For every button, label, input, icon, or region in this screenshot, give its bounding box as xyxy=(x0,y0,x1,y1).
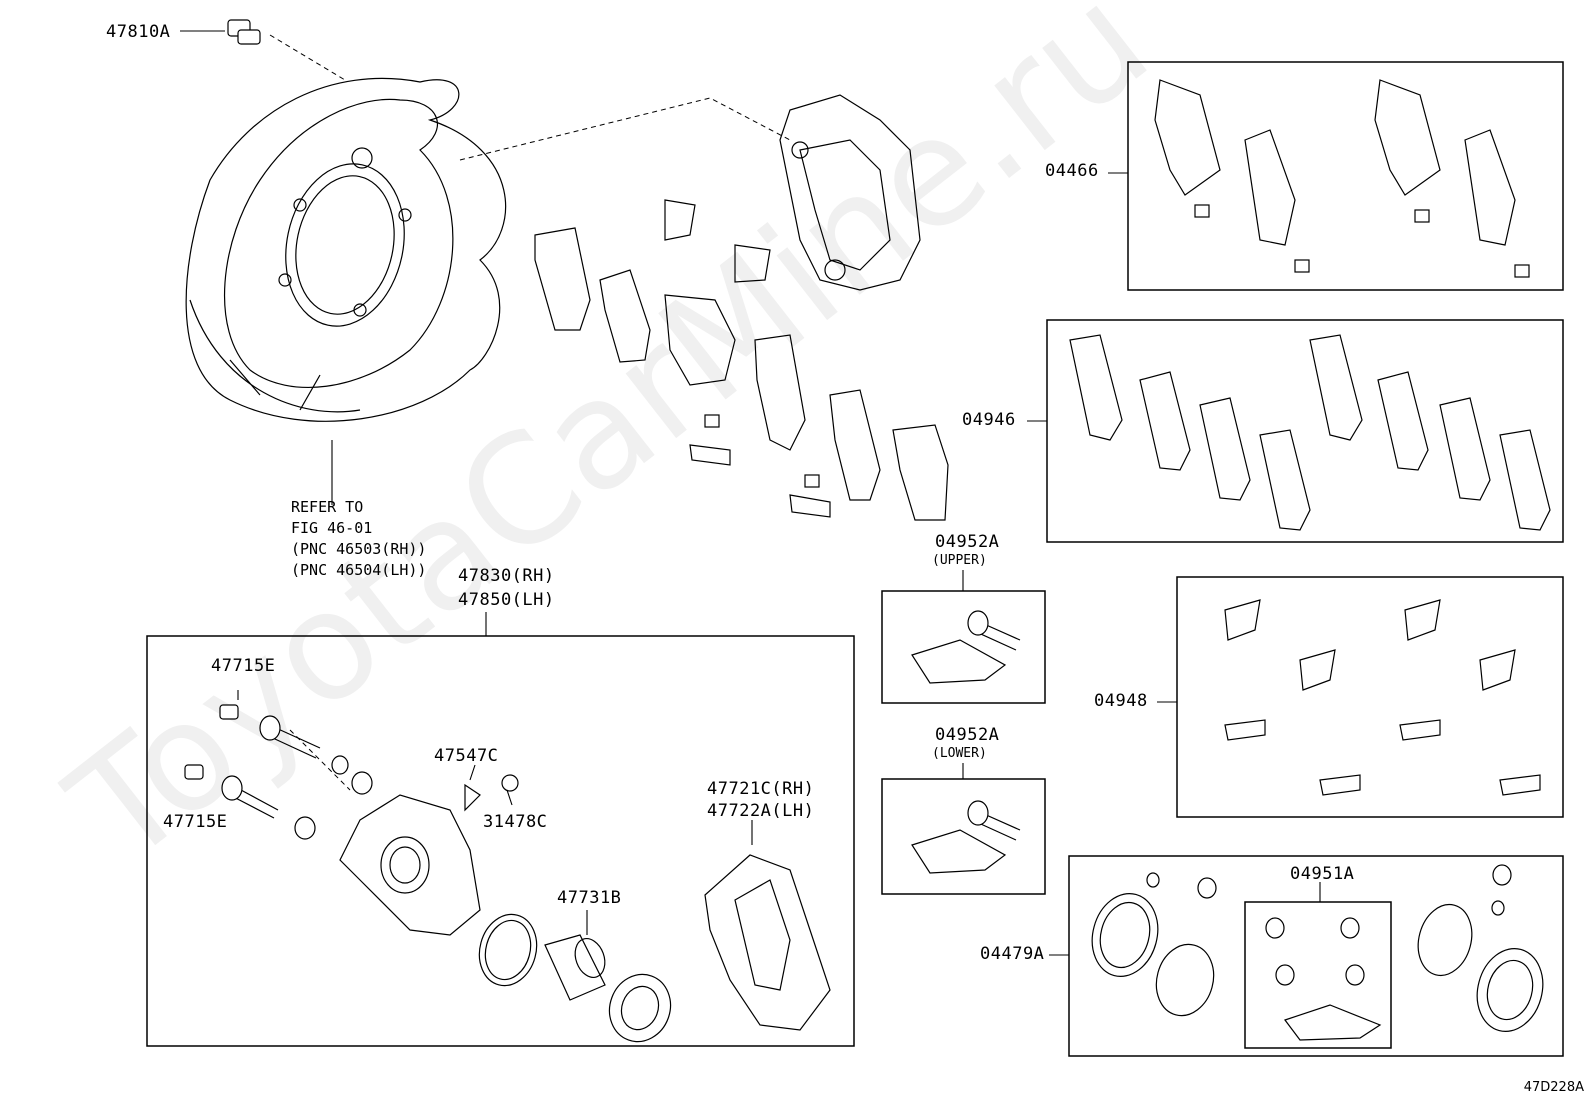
label-31478C[interactable]: 31478C xyxy=(483,812,548,832)
kit-04946-shims xyxy=(1069,334,1551,531)
refer-note: REFER TO FIG 46-01 (PNC 46503(RH)) (PNC … xyxy=(291,498,427,579)
label-47715E-top[interactable]: 47715E xyxy=(211,656,276,676)
label-04951A[interactable]: 04951A xyxy=(1290,864,1355,884)
label-47722A[interactable]: 47722A(LH) xyxy=(707,801,815,821)
kit-04952A-lower-frame xyxy=(881,778,1046,895)
label-upper: (UPPER) xyxy=(932,553,987,568)
label-04952A-upper[interactable]: 04952A xyxy=(935,532,1000,552)
label-47715E-bottom[interactable]: 47715E xyxy=(163,812,228,832)
kit-04948-clips xyxy=(1224,599,1541,796)
label-47810A[interactable]: 47810A xyxy=(106,22,171,42)
caliper-upper-view xyxy=(779,94,921,291)
bleeder-plug-47810A xyxy=(227,19,261,45)
label-47850[interactable]: 47850(LH) xyxy=(458,590,555,610)
label-47731B[interactable]: 47731B xyxy=(557,888,622,908)
caliper-assembly-parts xyxy=(184,704,831,1043)
kit-04951A-frame xyxy=(1244,901,1392,1049)
label-lower: (LOWER) xyxy=(932,746,987,761)
kit-04952A-lower-parts xyxy=(911,800,1021,874)
label-04479A[interactable]: 04479A xyxy=(980,944,1045,964)
kit-04952A-upper-parts xyxy=(911,610,1021,684)
disc-dust-cover xyxy=(185,77,507,422)
kit-04946-frame xyxy=(1046,319,1564,543)
kit-04952A-upper-frame xyxy=(881,590,1046,704)
kit-04948-frame xyxy=(1176,576,1564,818)
kit-04479A-frame xyxy=(1068,855,1564,1057)
kit-04479A-seals xyxy=(1091,864,1544,1033)
label-04952A-lower[interactable]: 04952A xyxy=(935,725,1000,745)
label-04466[interactable]: 04466 xyxy=(1045,161,1099,181)
caliper-assembly-frame xyxy=(146,635,855,1047)
diagram-code: 47D228A xyxy=(1523,1080,1584,1095)
center-pads-exploded xyxy=(534,199,949,521)
label-47830[interactable]: 47830(RH) xyxy=(458,566,555,586)
label-47721C[interactable]: 47721C(RH) xyxy=(707,779,815,799)
label-04948[interactable]: 04948 xyxy=(1094,691,1148,711)
kit-04466-frame xyxy=(1127,61,1564,291)
label-04946[interactable]: 04946 xyxy=(962,410,1016,430)
label-47547C[interactable]: 47547C xyxy=(434,746,499,766)
kit-04951A-boots xyxy=(1265,917,1382,1041)
kit-04466-pads xyxy=(1154,79,1530,278)
